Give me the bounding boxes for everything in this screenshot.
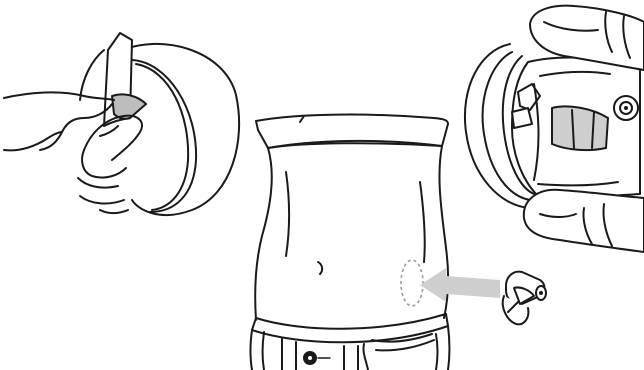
panel-apply-to-abdomen	[251, 115, 450, 370]
abdomen-torso-icon	[251, 115, 450, 370]
application-site-marker-icon	[401, 260, 423, 306]
panel-peel-backing	[4, 33, 239, 215]
applicator-body-icon	[512, 58, 640, 198]
grey-direction-arrow-icon	[420, 268, 500, 302]
pant-button-icon	[304, 352, 330, 364]
applicator-device-icon	[503, 272, 546, 325]
panel-hold-device	[465, 6, 644, 252]
